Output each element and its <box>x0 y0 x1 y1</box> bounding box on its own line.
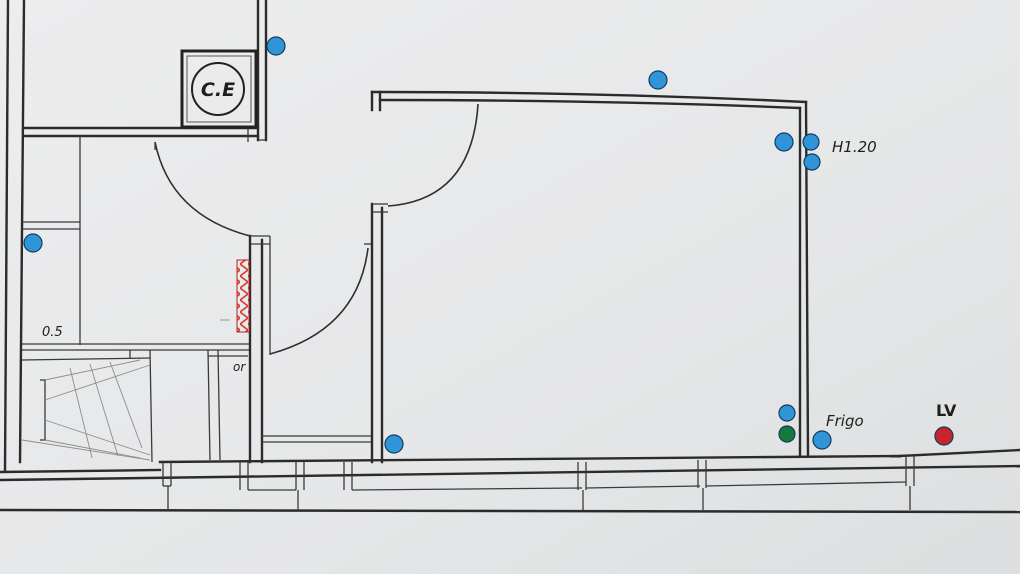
main-room-door <box>387 103 479 207</box>
storage-area: or <box>21 349 248 463</box>
outlet-h120-upper[interactable] <box>802 133 820 151</box>
outlet-sink[interactable] <box>934 426 954 446</box>
outlet-markers <box>23 36 954 454</box>
bottom-facade <box>0 448 1020 514</box>
left-door <box>154 141 251 237</box>
outlet-fridge-ground[interactable] <box>778 425 796 443</box>
outlet-left-room[interactable] <box>23 233 43 253</box>
radiator <box>236 259 250 333</box>
outlet-h120-lower[interactable] <box>803 153 821 171</box>
meter-box: C.E <box>180 49 258 129</box>
corridor-door <box>269 243 372 355</box>
fridge-label: Frigo <box>826 412 864 430</box>
outlet-h120-left[interactable] <box>774 132 794 152</box>
upper-left-room-walls <box>22 0 268 142</box>
outlet-top-center[interactable] <box>648 70 668 90</box>
left-small-rooms: 0.5 <box>22 136 250 351</box>
outlet-upper-right[interactable] <box>266 36 286 56</box>
corridor-walls <box>248 234 372 464</box>
meter-label: C.E <box>201 79 235 101</box>
left-outer-wall <box>3 0 26 472</box>
sink-label: LV <box>936 401 957 420</box>
small-label-middle: or <box>233 360 246 374</box>
height-label: H1.20 <box>832 138 877 156</box>
outlet-fridge-upper[interactable] <box>778 404 796 422</box>
outlet-bottom-door[interactable] <box>384 434 404 454</box>
outlet-fridge[interactable] <box>812 430 832 450</box>
small-label-left: 0.5 <box>42 325 63 340</box>
